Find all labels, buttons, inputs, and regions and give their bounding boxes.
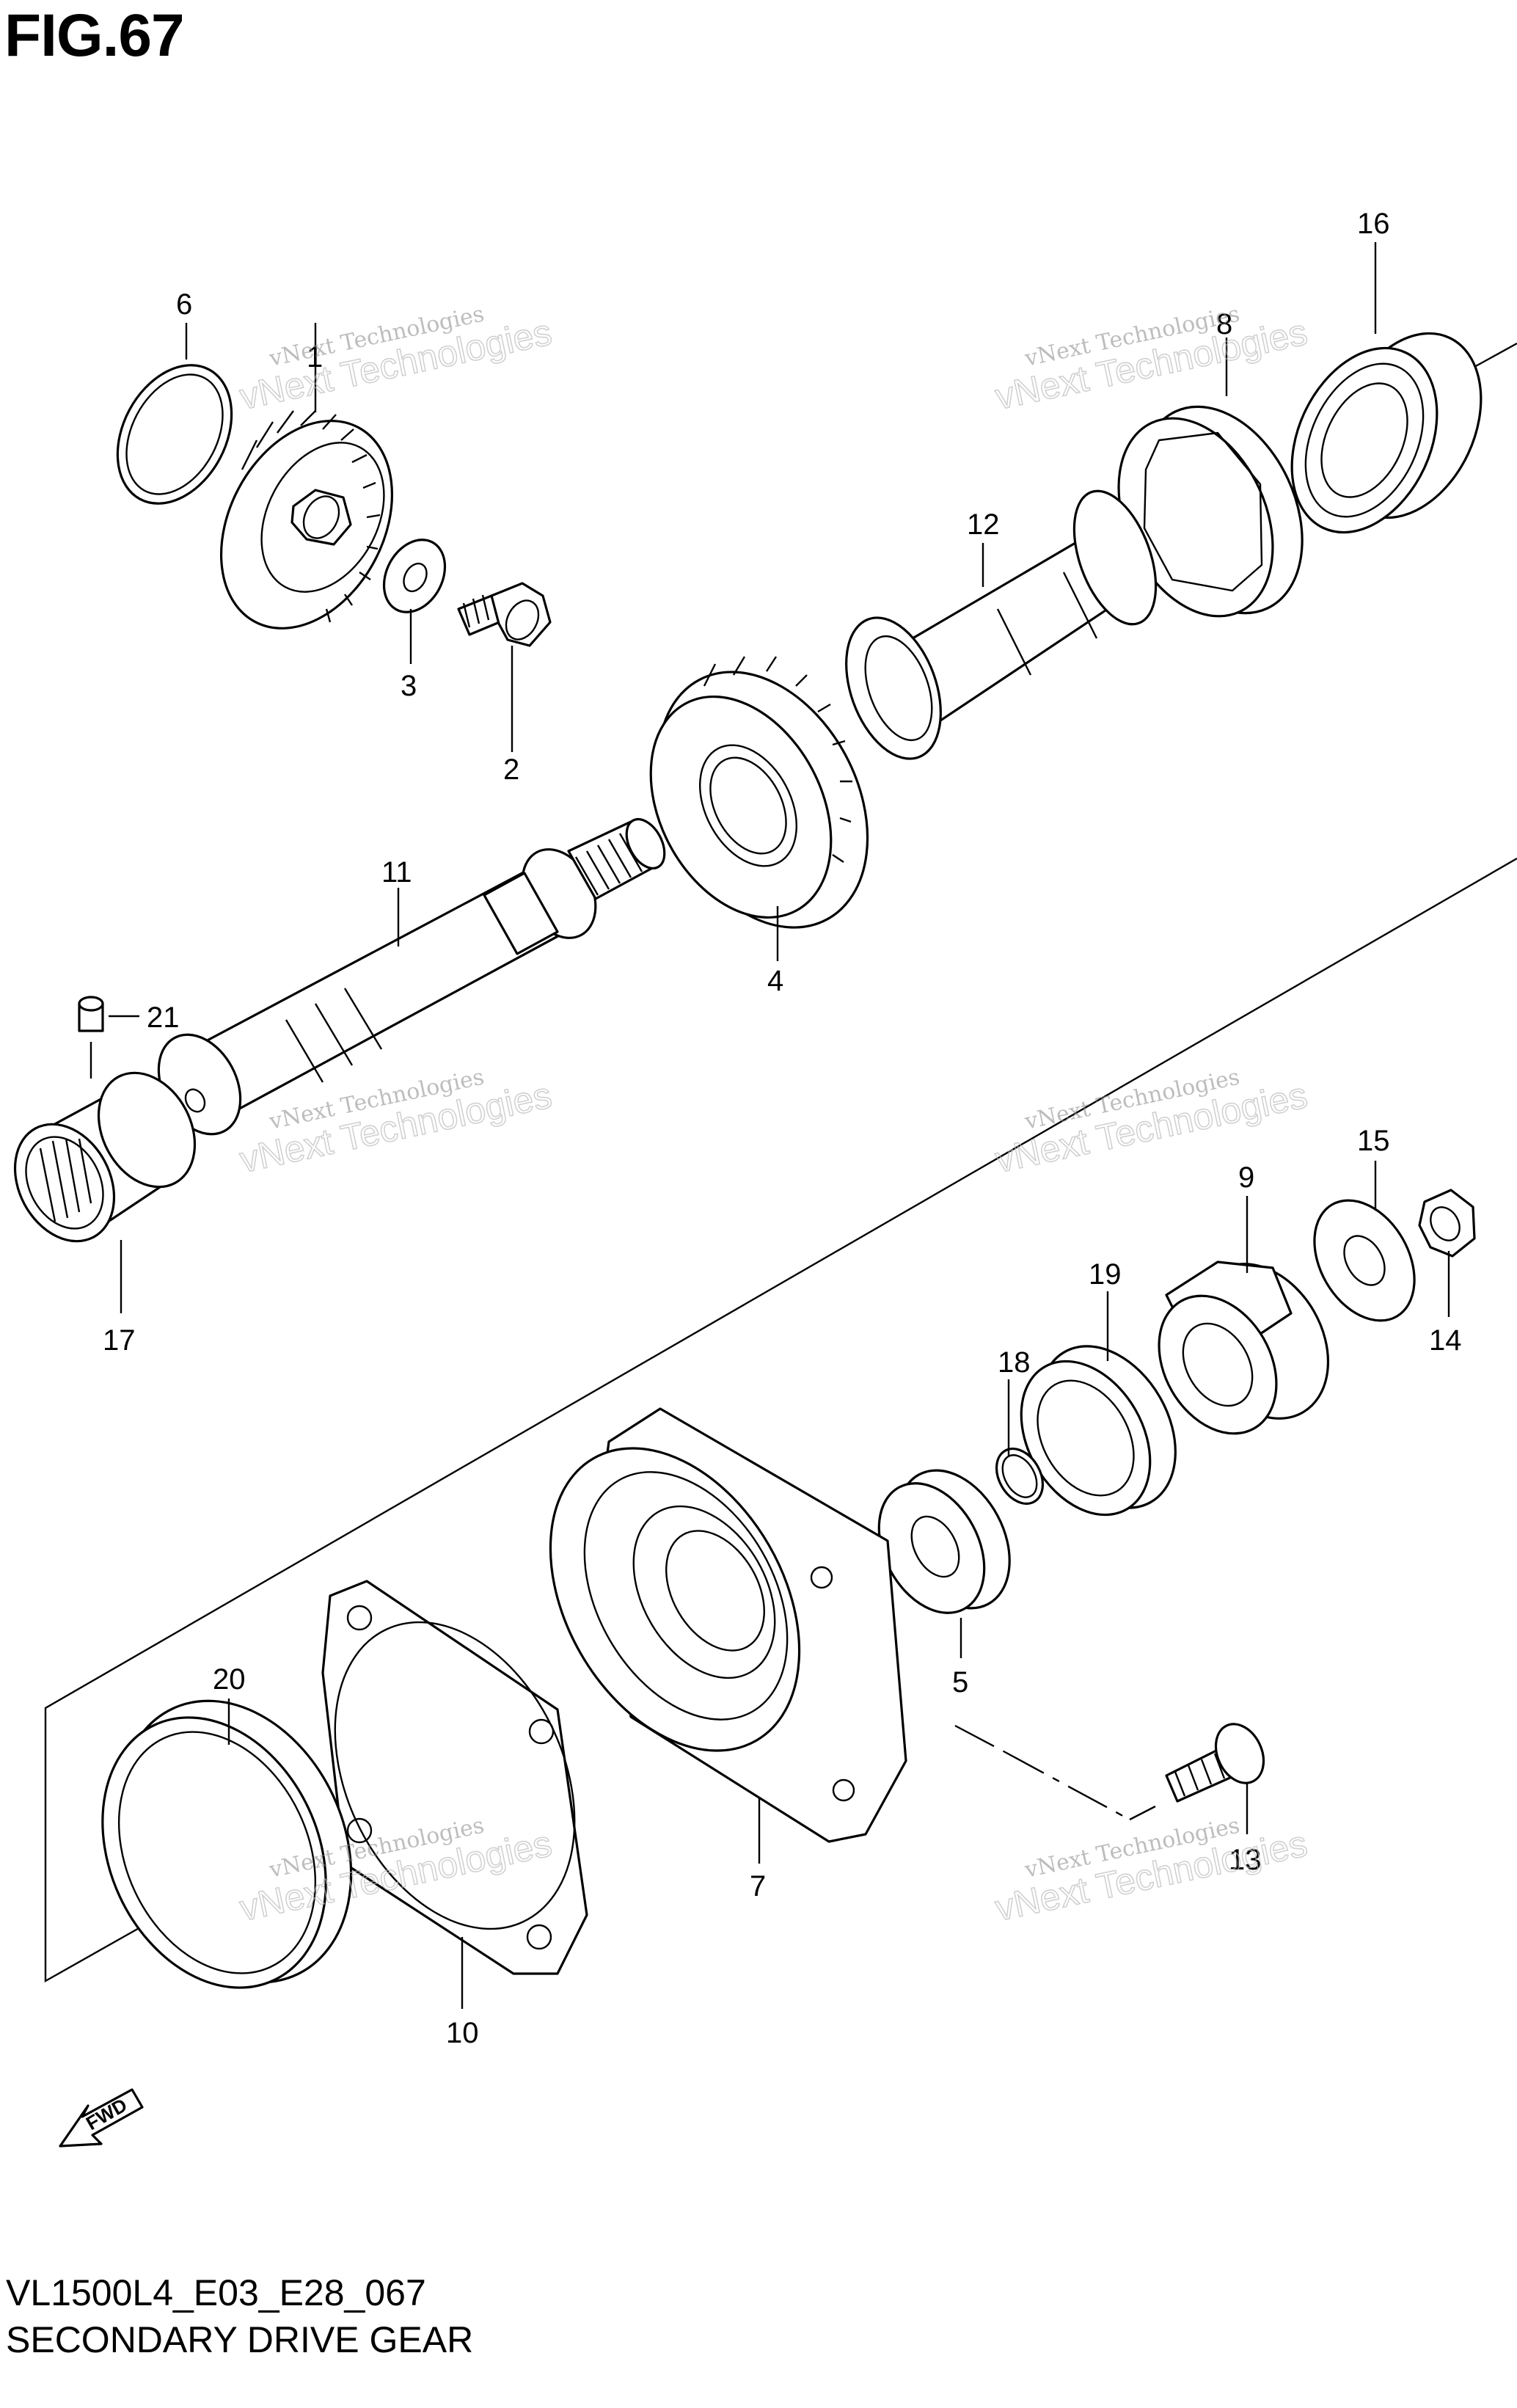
- callout-10: 10: [446, 2017, 479, 2049]
- figure-title: FIG.67: [4, 2, 185, 69]
- fwd-arrow: FWD: [59, 2088, 144, 2148]
- part-3-washer: [382, 539, 447, 613]
- part-6-o-ring: [116, 364, 233, 505]
- callout-9: 9: [1238, 1161, 1254, 1194]
- part-4-bevel-gear: [649, 656, 869, 929]
- callout-7: 7: [750, 1870, 766, 1902]
- part-10-gasket: [321, 1580, 588, 1975]
- callout-labels: 6 1 3 2 16 8 12 4 11 21 17 15 14 9 19 18…: [103, 208, 1462, 2049]
- part-8-spacer: [1117, 405, 1304, 618]
- part-17-needle-bearing: [13, 1071, 197, 1243]
- callout-15: 15: [1357, 1125, 1390, 1157]
- part-20-seal-ring: [101, 1699, 353, 1989]
- callout-4: 4: [767, 965, 783, 997]
- part-12-sleeve: [845, 489, 1158, 760]
- part-18-o-ring: [995, 1448, 1045, 1505]
- callout-1: 1: [307, 341, 323, 373]
- callout-13: 13: [1229, 1844, 1262, 1876]
- part-5-spacer: [877, 1469, 1011, 1614]
- watermark-2: vNext Technologies vNext Technologies: [991, 302, 1311, 418]
- callout-18: 18: [998, 1346, 1031, 1379]
- callout-2: 2: [503, 754, 519, 786]
- callout-20: 20: [213, 1663, 246, 1696]
- callout-17: 17: [103, 1324, 136, 1357]
- callout-5: 5: [952, 1666, 968, 1699]
- part-16-bearing: [1290, 332, 1483, 534]
- callout-21: 21: [147, 1001, 180, 1034]
- part-14-nut: [1418, 1189, 1476, 1258]
- part-15-washer: [1313, 1199, 1416, 1322]
- callout-14: 14: [1429, 1324, 1462, 1357]
- callout-12: 12: [967, 508, 1000, 541]
- callout-8: 8: [1216, 308, 1232, 340]
- part-11-shaft: [157, 817, 666, 1136]
- part-2-bolt: [457, 582, 552, 647]
- callout-11: 11: [381, 856, 412, 889]
- callout-3: 3: [401, 670, 417, 702]
- leader-lines: [89, 242, 1450, 2009]
- part-19-oil-seal: [1020, 1345, 1177, 1517]
- watermark-6: vNext Technologies vNext Technologies: [991, 1813, 1311, 1930]
- part-13-bolt: [1165, 1723, 1265, 1803]
- figure-caption: SECONDARY DRIVE GEAR: [6, 2319, 474, 2360]
- frame-lines: [44, 342, 1517, 1983]
- part-7-housing: [549, 1407, 907, 1843]
- watermark-1: vNext Technologies vNext Technologies: [235, 302, 555, 418]
- part-1-bevel-gear: [219, 410, 394, 630]
- part-21-pin: [78, 996, 104, 1032]
- model-code: VL1500L4_E03_E28_067: [6, 2272, 426, 2313]
- callout-6: 6: [176, 288, 192, 321]
- part-9-flange: [1158, 1260, 1330, 1435]
- callout-19: 19: [1089, 1258, 1122, 1291]
- callout-16: 16: [1357, 208, 1390, 240]
